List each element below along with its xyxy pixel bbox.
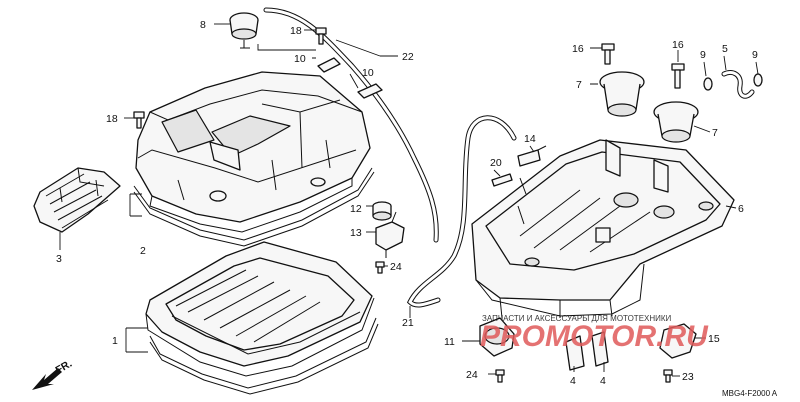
hose-holder-15: [659, 323, 697, 359]
bolt-16: [601, 43, 685, 89]
valve-13: [375, 211, 405, 258]
callout-6: 6: [738, 203, 744, 215]
callout-10: 10: [294, 53, 306, 65]
callout-18: 18: [106, 113, 118, 125]
callout-21: 21: [402, 317, 414, 329]
drain-tube-21: [406, 115, 517, 308]
callout-4: 4: [600, 375, 606, 387]
breather-hose-22: [263, 7, 439, 243]
callout-labels: 8 18 10 10 22 18 2 3 1 12 13 24 21 11 24…: [56, 19, 758, 387]
callout-11: 11: [444, 336, 455, 348]
breather-chamber: [471, 139, 735, 319]
callout-3: 3: [56, 253, 62, 265]
callout-2: 2: [140, 245, 146, 257]
callout-10: 10: [362, 67, 374, 79]
air-cleaner-case: [145, 241, 379, 395]
callout-8: 8: [200, 19, 206, 31]
breather-hose-5: [703, 70, 763, 99]
screw-24: [375, 261, 505, 383]
callout-7: 7: [576, 79, 582, 91]
callout-12: 12: [350, 203, 362, 215]
drain-plug-11: [479, 317, 515, 357]
callout-9: 9: [752, 49, 758, 61]
forward-arrow-icon: FR.: [32, 358, 74, 390]
air-filter-element-3: [33, 167, 121, 233]
cap-12: [372, 201, 392, 221]
callout-9: 9: [700, 49, 706, 61]
callout-20: 20: [490, 157, 502, 169]
callout-22: 22: [402, 51, 414, 63]
grommet-7: [599, 71, 699, 143]
watermark-brand: PROMOTOR.RU: [480, 320, 709, 353]
callout-1: 1: [112, 335, 118, 347]
callout-18: 18: [290, 25, 302, 37]
clip-10: [317, 57, 383, 99]
callout-24: 24: [466, 369, 478, 381]
callout-16: 16: [572, 43, 584, 55]
callout-14: 14: [524, 133, 536, 145]
callout-5: 5: [722, 43, 728, 55]
watermark: ЗАПЧАСТИ И АКСЕССУАРЫ ДЛЯ МОТОТЕХНИКИ PR…: [480, 314, 709, 353]
gasket-2: [133, 167, 375, 247]
watermark-tagline: ЗАПЧАСТИ И АКСЕССУАРЫ ДЛЯ МОТОТЕХНИКИ: [482, 314, 672, 323]
joint-14: [517, 145, 547, 167]
bolt-18: [133, 27, 327, 129]
pipe-20: [491, 173, 513, 187]
leader-lines: [59, 23, 759, 377]
breather-cap-8: [229, 12, 259, 49]
callout-4: 4: [570, 375, 576, 387]
callout-15: 15: [708, 333, 720, 345]
air-cleaner-cover: [135, 71, 371, 233]
diagram-code: MBG4-F2000 A: [722, 389, 778, 398]
clamp-4: [565, 331, 609, 371]
callout-13: 13: [350, 227, 362, 239]
callout-24: 24: [390, 261, 402, 273]
callout-7: 7: [712, 127, 718, 139]
bolt-23: [663, 369, 673, 383]
callout-23: 23: [682, 371, 694, 383]
callout-16: 16: [672, 39, 684, 51]
